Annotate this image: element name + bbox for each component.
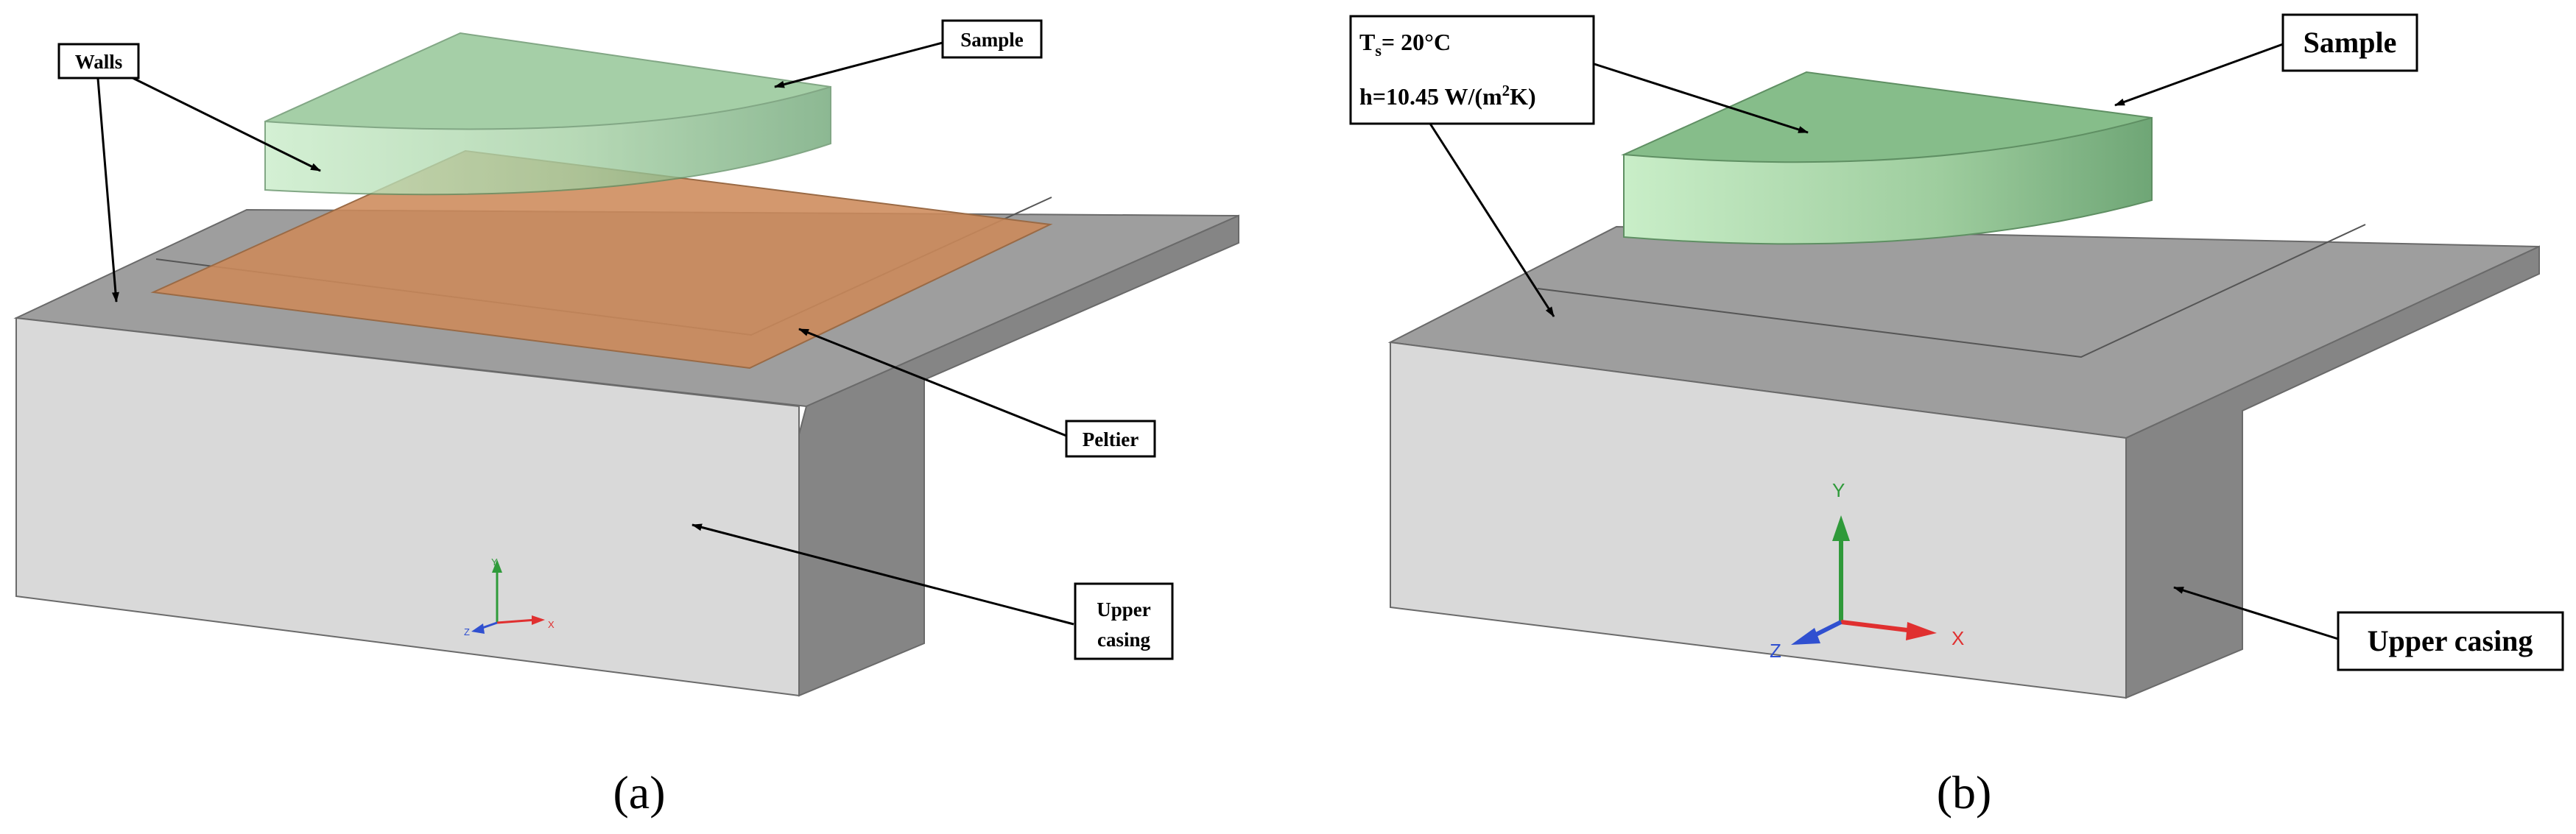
peltier-label: Peltier (1083, 428, 1139, 450)
casing-front-face (15, 317, 800, 697)
upper-casing-label-b: Upper casing (2368, 624, 2533, 657)
caption-b: (b) (1937, 766, 1992, 819)
axis-label-y-b: Y (1832, 479, 1845, 501)
sample-label-a: Sample (960, 29, 1024, 51)
sample-label-b: Sample (2304, 26, 2397, 59)
axis-triad-b: Y X Z (1770, 479, 1964, 662)
callout-upper-casing-b: Upper casing (2337, 611, 2564, 671)
caption-a: (a) (613, 766, 665, 819)
callout-upper-casing-a: Upper casing (1074, 582, 1174, 660)
panel-a: Y X Z Walls Sample Peltier Upper (13, 19, 1239, 819)
leader-lines-a (96, 41, 1074, 626)
axis-label-z-a: Z (464, 626, 470, 637)
callout-walls: Walls (57, 43, 140, 79)
sample-disc-a (264, 32, 831, 196)
axis-label-x-a: X (548, 619, 555, 630)
callout-sample-b: Sample (2281, 13, 2418, 72)
sample-disc-b (1621, 71, 2153, 245)
ts-condition-label: Ts= 20°C (1359, 29, 1451, 60)
h-condition-label: h=10.45 W/(m2K) (1359, 82, 1536, 110)
peltier-plate (150, 149, 1053, 370)
casing-front-face-b (1390, 341, 2127, 699)
casing-seam-line-b (1537, 224, 2366, 358)
leader-lines-b (1429, 43, 2339, 640)
panel-b: Y X Z Ts= 20°C h=10.45 W/(m2K) Sample Up… (1349, 13, 2564, 819)
upper-casing-label-line1: Upper (1097, 598, 1151, 621)
axis-label-z-b: Z (1770, 640, 1781, 662)
upper-casing-label-line2: casing (1097, 629, 1151, 651)
axis-triad-a: Y X Z (464, 556, 555, 637)
callout-sample-a: Sample (941, 19, 1043, 59)
axis-label-x-b: X (1952, 627, 1964, 649)
callout-boundary-conditions: Ts= 20°C h=10.45 W/(m2K) (1349, 15, 1595, 125)
axis-label-y-a: Y (491, 556, 498, 568)
walls-label: Walls (75, 51, 123, 73)
callout-peltier: Peltier (1065, 420, 1156, 458)
